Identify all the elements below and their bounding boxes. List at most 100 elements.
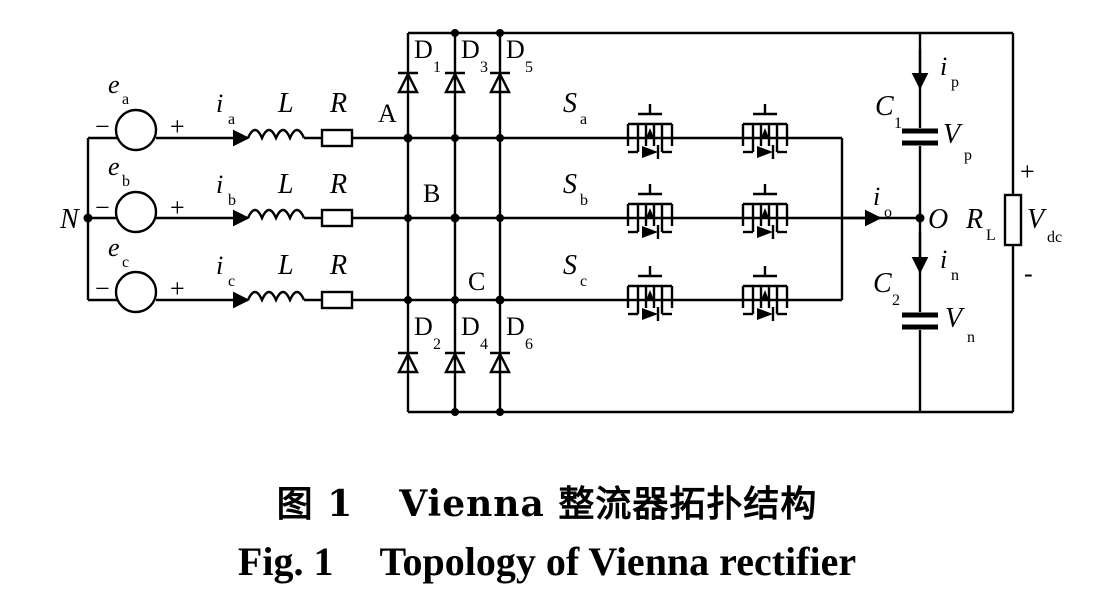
inductor-b: [246, 208, 306, 221]
c1-label: C: [875, 91, 894, 122]
vn-sub: n: [967, 329, 975, 346]
d4-label: D: [461, 312, 480, 341]
diode-d6: [489, 351, 511, 374]
source-a-minus: −: [95, 112, 110, 141]
node-c-label: C: [468, 267, 485, 296]
rl-sub: L: [986, 227, 996, 244]
d6-label: D: [506, 312, 525, 341]
in-sub: n: [951, 267, 959, 284]
source-a-plus: +: [170, 112, 185, 141]
caption-cn-title: Vienna 整流器拓扑结构: [399, 483, 818, 525]
c2-label: C: [873, 268, 892, 299]
sc-sub: c: [580, 273, 587, 290]
caption-cn-figure-number: 图 1: [276, 483, 354, 525]
source-c-plus: +: [170, 274, 185, 303]
d4-sub: 4: [480, 336, 488, 353]
source-c-minus: −: [95, 274, 110, 303]
io-sub: o: [884, 204, 892, 221]
c1-sub: 1: [894, 115, 902, 132]
midpoint-label: O: [928, 204, 948, 235]
lc-label: L: [277, 250, 294, 281]
d2-sub: 2: [433, 336, 441, 353]
ib-sub: b: [228, 192, 236, 209]
d5-label: D: [506, 35, 525, 64]
ic-sub: c: [228, 273, 235, 290]
vdc-plus: +: [1020, 157, 1035, 186]
d1-label: D: [414, 35, 433, 64]
load-resistor: [1003, 193, 1023, 247]
caption-english: Fig. 1 Topology of Vienna rectifier: [0, 538, 1094, 585]
sa-label: S: [563, 88, 577, 119]
source-labels: e a e b e c − + − + − + N: [59, 70, 185, 303]
node-b-label: B: [423, 179, 440, 208]
diode-d3: [444, 71, 466, 94]
caption-en-figure-number: Fig. 1: [237, 539, 334, 584]
source-b-plus: +: [170, 193, 185, 222]
ic-label: i: [216, 251, 223, 280]
ia-label: i: [216, 89, 223, 118]
sc-label: S: [563, 250, 577, 281]
diode-d1: [397, 71, 419, 94]
ip-sub: p: [951, 74, 959, 91]
vp-label: V: [943, 119, 963, 150]
vdc-label: V: [1027, 204, 1047, 235]
io-label: i: [873, 182, 880, 211]
vn-label: V: [945, 303, 965, 334]
source-ea-sub: a: [122, 91, 129, 108]
source-b-minus: −: [95, 193, 110, 222]
c2-sub: 2: [892, 292, 900, 309]
diode-labels: D 1 D 3 D 5 D 2 D 4 D 6: [414, 35, 533, 353]
vp-sub: p: [964, 147, 972, 164]
sa-sub: a: [580, 111, 587, 128]
ip-label: i: [940, 52, 947, 81]
inductor-c: [246, 290, 306, 303]
vdc-minus: -: [1024, 259, 1033, 288]
rc-label: R: [329, 250, 347, 281]
lb-label: L: [277, 169, 294, 200]
diode-d2: [397, 351, 419, 374]
resistor-a: [320, 128, 354, 148]
caption-en-title: Topology of Vienna rectifier: [379, 539, 857, 584]
rl-label: R: [965, 204, 983, 235]
sb-sub: b: [580, 192, 588, 209]
neutral-bus: [83, 136, 118, 302]
d2-label: D: [414, 312, 433, 341]
ib-label: i: [216, 170, 223, 199]
vdc-sub: dc: [1047, 229, 1062, 246]
rb-label: R: [329, 169, 347, 200]
node-a-label: A: [378, 99, 397, 128]
switch-labels: S a S b S c: [563, 88, 588, 290]
line-labels: i a i b i c L L L R R R A B C: [216, 88, 485, 296]
resistor-b: [320, 208, 354, 228]
in-label: i: [940, 245, 947, 274]
neutral-label: N: [59, 204, 80, 235]
vienna-rectifier-diagram: e a e b e c − + − + − + N i a i b i c L …: [59, 29, 1062, 416]
source-ec-sub: c: [122, 254, 129, 271]
dc-link: [842, 31, 1023, 414]
d3-label: D: [461, 35, 480, 64]
diode-bridge: [397, 29, 920, 416]
phase-a-row: [114, 108, 842, 152]
dc-labels: i p C 1 V p i o O i n C 2 V n R L V dc +…: [873, 52, 1062, 346]
ia-sub: a: [228, 111, 235, 128]
source-ec-label: e: [108, 233, 120, 262]
ra-label: R: [329, 88, 347, 119]
diode-d4: [444, 351, 466, 374]
caption-chinese: 图 1 Vienna 整流器拓扑结构: [0, 475, 1094, 527]
switch-sc: [626, 218, 844, 323]
source-eb-sub: b: [122, 173, 130, 190]
inductor-a: [246, 128, 306, 141]
sb-label: S: [563, 169, 577, 200]
d1-sub: 1: [433, 59, 441, 76]
d5-sub: 5: [525, 59, 533, 76]
phase-b-row: [114, 190, 920, 234]
d6-sub: 6: [525, 336, 533, 353]
source-eb-label: e: [108, 152, 120, 181]
d3-sub: 3: [480, 59, 488, 76]
resistor-c: [320, 290, 354, 310]
source-ea-label: e: [108, 70, 120, 99]
la-label: L: [277, 88, 294, 119]
switch-sa: [626, 102, 844, 218]
switch-sb: [626, 182, 789, 241]
diode-d5: [489, 71, 511, 94]
